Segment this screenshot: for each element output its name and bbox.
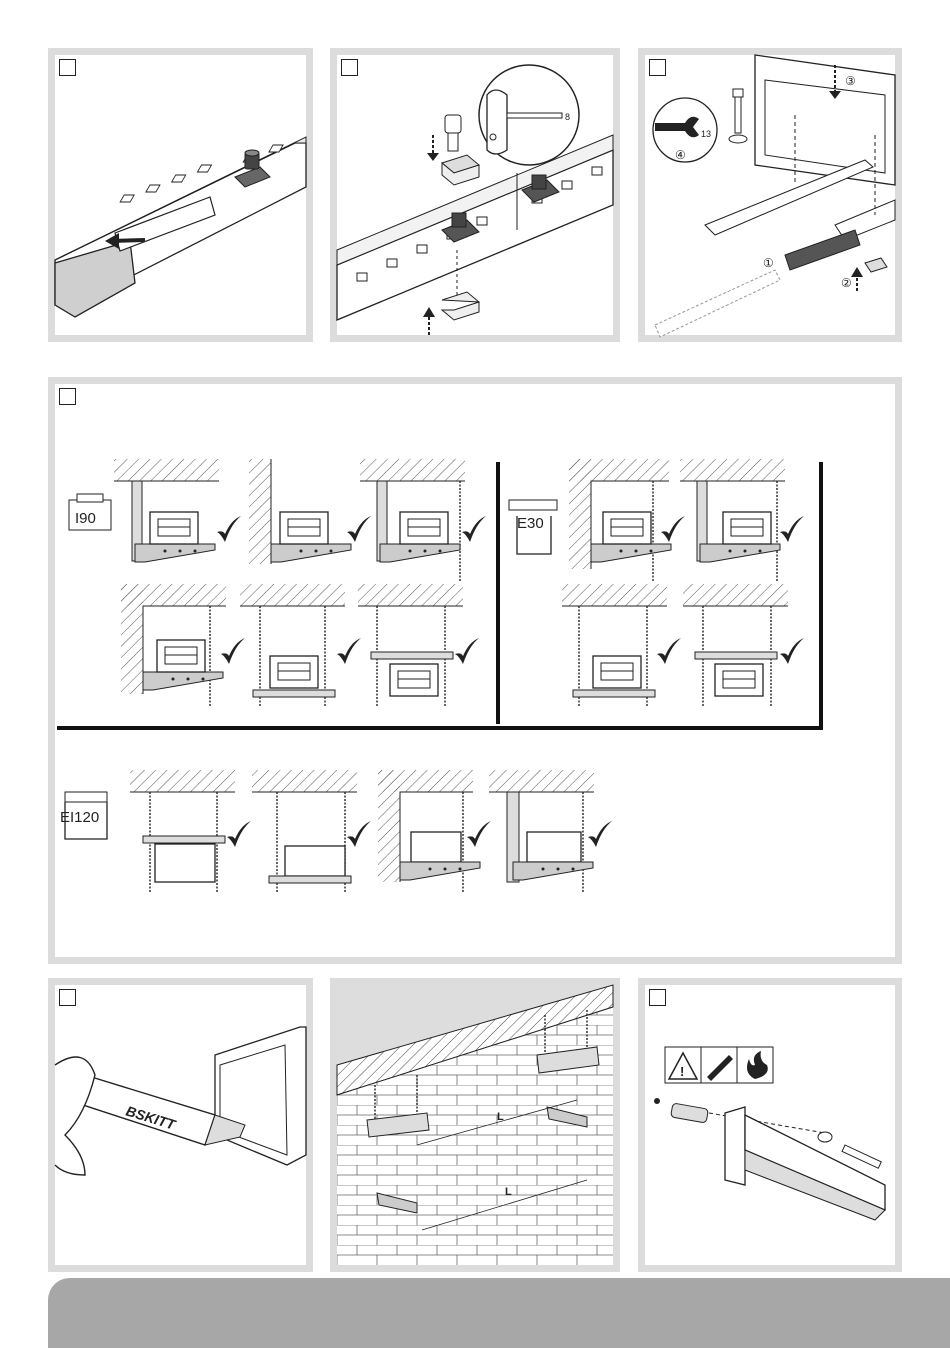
class-label-e30: E30: [517, 515, 544, 532]
flame-icon: [737, 1047, 773, 1083]
support-spacing-illustration: L L: [337, 985, 613, 1265]
wrench-size-label: 13: [701, 129, 711, 139]
step-sealant-panel: BSKITT: [48, 978, 313, 1272]
trunking-mounting-illustration: 13 ④ ③ ① ②: [645, 55, 895, 335]
step-3-panel: 13 ④ ③ ① ②: [638, 48, 902, 342]
footer-bar: [48, 1278, 950, 1348]
e30-class-icon: E30: [509, 500, 557, 554]
step-spacing-panel: L L: [330, 978, 620, 1272]
callout-3: ③: [845, 74, 856, 88]
step-wall-bracket-panel: !: [638, 978, 902, 1272]
i90-class-icon: I90: [69, 494, 111, 530]
callout-1: ①: [763, 256, 774, 270]
fire-rating-installation-panel: I90: [48, 377, 902, 964]
bolt-and-slide-nut-illustration: 8: [337, 55, 613, 335]
fire-rating-configurations: I90: [55, 384, 895, 957]
wall-bracket-fixing-illustration: !: [645, 985, 895, 1265]
warning-triangle-icon: !: [665, 1047, 701, 1083]
svg-text:!: !: [680, 1064, 684, 1079]
sealant-application-illustration: BSKITT: [55, 985, 306, 1265]
class-label-i90: I90: [75, 510, 96, 527]
ei120-class-icon: EI120: [60, 792, 107, 839]
wall-plug-icon: [701, 1047, 737, 1083]
callout-2: ②: [841, 276, 852, 290]
key-size-label: 8: [565, 112, 570, 122]
step-2-panel: 8: [330, 48, 620, 342]
class-label-ei120: EI120: [60, 809, 99, 826]
rail-joining-illustration: [55, 55, 306, 335]
spacing-label-upper: L: [497, 1111, 504, 1123]
callout-4: ④: [675, 148, 686, 162]
step-1-panel: [48, 48, 313, 342]
spacing-label-lower: L: [505, 1186, 512, 1198]
